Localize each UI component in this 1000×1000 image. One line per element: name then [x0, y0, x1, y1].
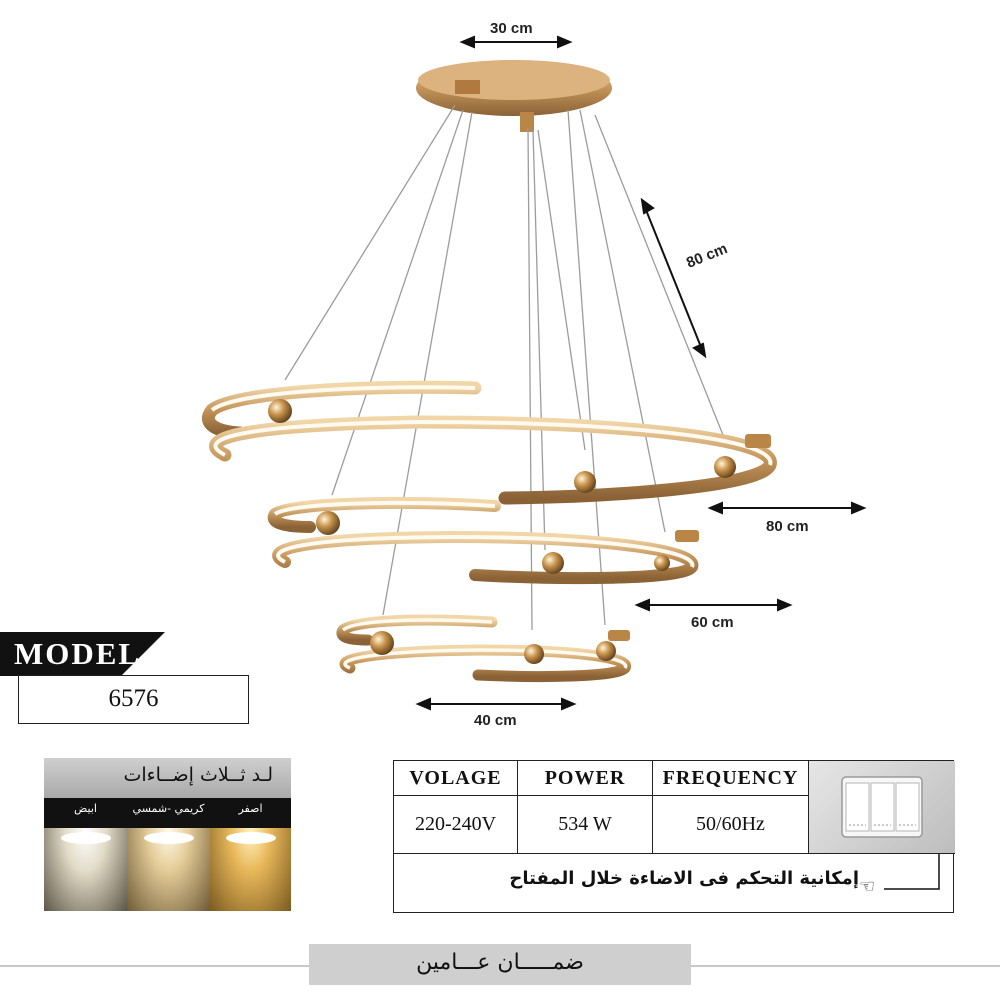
light-modes-header: لـد ثــلاث إضــاءات [44, 758, 291, 798]
ring-large-label: 80 cm [766, 518, 809, 535]
light-modes-panel: لـد ثــلاث إضــاءات اصفر كريمي -شمسي ابي… [44, 758, 291, 911]
light-mode-white: ابيض [44, 798, 127, 911]
ring-tier-small [336, 614, 632, 683]
warranty-box: ضمـــــان عـــامين [309, 944, 691, 985]
switch-control-note: إمكانية التحكم فى الاضاءة خلال المفتاح [509, 868, 859, 889]
dimension-arrows [415, 35, 867, 711]
downlight-icon [60, 832, 111, 844]
spec-value-frequency: 50/60Hz [653, 796, 809, 854]
light-mode-label: ابيض [74, 802, 97, 815]
model-title: MODEL [14, 636, 142, 671]
model-number: 6576 [108, 685, 159, 712]
canopy [416, 60, 612, 132]
light-mode-label: اصفر [238, 802, 263, 815]
spec-header-frequency: FREQUENCY [653, 761, 809, 796]
light-mode-yellow: اصفر [210, 798, 291, 911]
light-mode-warm: كريمي -شمسي [127, 798, 210, 911]
light-switch-icon [809, 761, 955, 854]
spec-header-power: POWER [518, 761, 653, 796]
spec-table: VOLAGE POWER FREQUENCY 220-240V 534 W 50… [393, 760, 955, 914]
spec-note-row: ☜ إمكانية التحكم فى الاضاءة خلال المفتاح [394, 854, 955, 914]
ring-medium-label: 60 cm [691, 614, 734, 631]
light-modes-title: لـد ثــلاث إضــاءات [123, 764, 274, 786]
model-badge: MODEL [0, 632, 165, 676]
downlight-icon [143, 832, 194, 844]
model-number-box: 6576 [18, 675, 249, 724]
light-mode-label: كريمي -شمسي [132, 802, 205, 815]
spec-value-voltage: 220-240V [394, 796, 518, 854]
ring-small-label: 40 cm [474, 712, 517, 729]
spec-value-power: 534 W [518, 796, 653, 854]
warranty-text: ضمـــــان عـــامين [416, 950, 584, 975]
ring-tier-medium [267, 496, 699, 585]
canopy-width-label: 30 cm [490, 20, 533, 37]
downlight-icon [225, 832, 276, 844]
spec-header-voltage: VOLAGE [394, 761, 518, 796]
ring-tier-large [202, 380, 777, 505]
pointing-hand-icon: ☜ [859, 876, 876, 897]
